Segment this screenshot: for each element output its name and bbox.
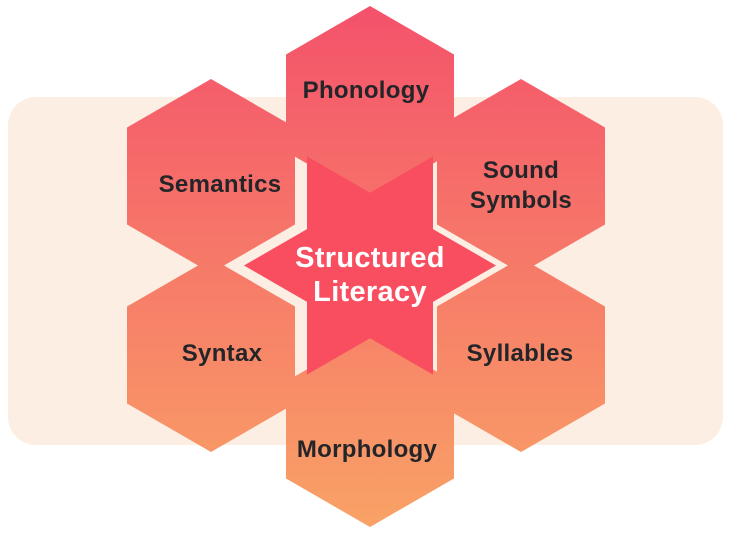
hexagon-morphology <box>286 333 454 527</box>
center-star <box>244 156 496 375</box>
label-sound-symbols-line2: Symbols <box>469 187 573 214</box>
label-semantics: Semantics <box>158 171 282 198</box>
label-morphology: Morphology <box>296 436 438 463</box>
hexagon-syntax <box>127 258 295 452</box>
hexagon-syllables <box>437 258 605 452</box>
label-sound-symbols-line1: Sound <box>482 157 560 184</box>
label-structured-literacy-line2: Literacy <box>313 276 427 308</box>
label-sound-symbols: Sound Symbols <box>470 156 572 216</box>
label-phonology: Phonology <box>302 77 430 104</box>
label-syntax: Syntax <box>181 340 263 367</box>
label-syllables: Syllables <box>466 340 574 367</box>
hexagon-sound-symbols <box>437 79 605 273</box>
label-structured-literacy-line1: Structured <box>295 242 445 274</box>
label-structured-literacy: Structured Literacy <box>295 241 445 309</box>
hexagon-semantics <box>127 79 295 273</box>
hexagon-phonology <box>286 6 454 200</box>
